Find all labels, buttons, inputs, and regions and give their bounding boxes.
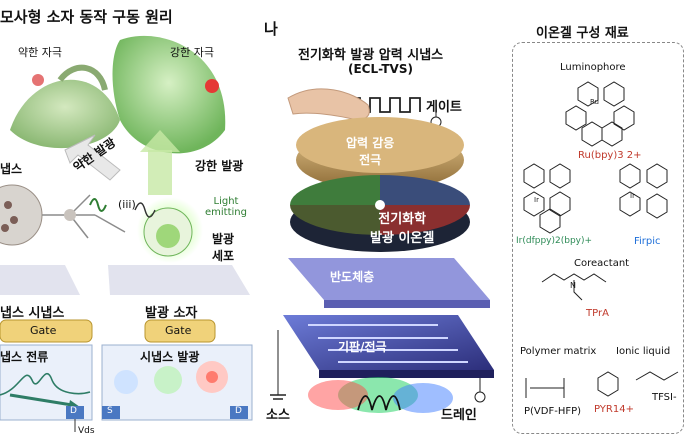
materials-frame — [512, 42, 684, 434]
weak-stimulus-label: 약한 자극 — [18, 46, 62, 59]
ir-label: Ir(dfppy)2(bpy)+ — [516, 236, 593, 246]
drain-label: 드레인 — [441, 408, 477, 423]
tfsi-label: TFSI- — [652, 392, 677, 403]
ion-gel-label: 전기화학 발광 이온겔 — [370, 212, 435, 246]
svg-text:N: N — [570, 281, 576, 290]
gate-label-right: Gate — [165, 324, 192, 337]
pyr-label: PYR14+ — [594, 404, 634, 415]
step-label: (iii) — [118, 198, 136, 211]
snail-illustration — [0, 35, 253, 432]
synapse-device-label: 냅스 시냅스 — [0, 306, 65, 321]
firpic-label: Firpic — [634, 236, 661, 247]
ionic-label: Ionic liquid — [616, 346, 671, 357]
luminophore-label: Luminophore — [560, 62, 626, 73]
svg-text:Ru: Ru — [590, 98, 599, 106]
molecule-structures: Ru Ir Ir N — [523, 81, 679, 398]
pvdf-label: P(VDF-HFP) — [524, 406, 582, 417]
terminal-d-right: D — [235, 406, 242, 416]
light-emitting-label: Light emitting — [205, 196, 247, 218]
terminal-s: S — [107, 406, 113, 416]
gate-label: 게이트 — [426, 100, 462, 115]
synapse-emission-label: 시냅스 발광 — [140, 350, 200, 364]
pressure-electrode-label: 압력 감응 전극 — [346, 136, 395, 167]
ru-label: Ru(bpy)3 2+ — [578, 150, 642, 161]
device-illustration — [270, 88, 494, 413]
panel-label: 나 — [264, 20, 278, 38]
vds-label: Vds — [78, 426, 95, 436]
emission-device-label: 발광 소자 — [145, 306, 198, 321]
strong-emission-label: 강한 발광 — [195, 159, 244, 173]
current-label: 냅스 전류 — [0, 350, 49, 364]
left-title: 모사형 소자 동작 구동 원리 — [0, 8, 173, 26]
right-panel: 이온겔 구성 재료 — [502, 0, 686, 440]
gate-label-left: Gate — [30, 324, 57, 337]
middle-panel: 나 전기화학 발광 압력 시냅스 (ECL-TVS) — [258, 0, 502, 440]
svg-text:Ir: Ir — [534, 196, 539, 204]
cell-label: 발광 세포 — [212, 232, 235, 263]
coreactant-label: Coreactant — [574, 258, 630, 269]
svg-text:Ir: Ir — [630, 192, 635, 200]
left-panel: 모사형 소자 동작 구동 원리 — [0, 0, 258, 440]
source-label: 소스 — [266, 408, 290, 423]
weak-stimulus-dot — [32, 74, 44, 86]
strong-stimulus-dot — [205, 79, 219, 93]
terminal-d-left: D — [70, 406, 77, 416]
tpra-label: TPrA — [586, 308, 609, 319]
device-title: 전기화학 발광 압력 시냅스 — [298, 48, 444, 63]
synapse-label: 냅스 — [0, 162, 23, 176]
semiconductor-label: 반도체층 — [330, 270, 375, 284]
strong-stimulus-label: 강한 자극 — [170, 46, 214, 59]
polymer-label: Polymer matrix — [520, 346, 597, 357]
substrate-label: 기판/전극 — [338, 340, 387, 354]
materials-title: 이온겔 구성 재료 — [536, 26, 629, 41]
device-subtitle: (ECL-TVS) — [348, 62, 413, 76]
